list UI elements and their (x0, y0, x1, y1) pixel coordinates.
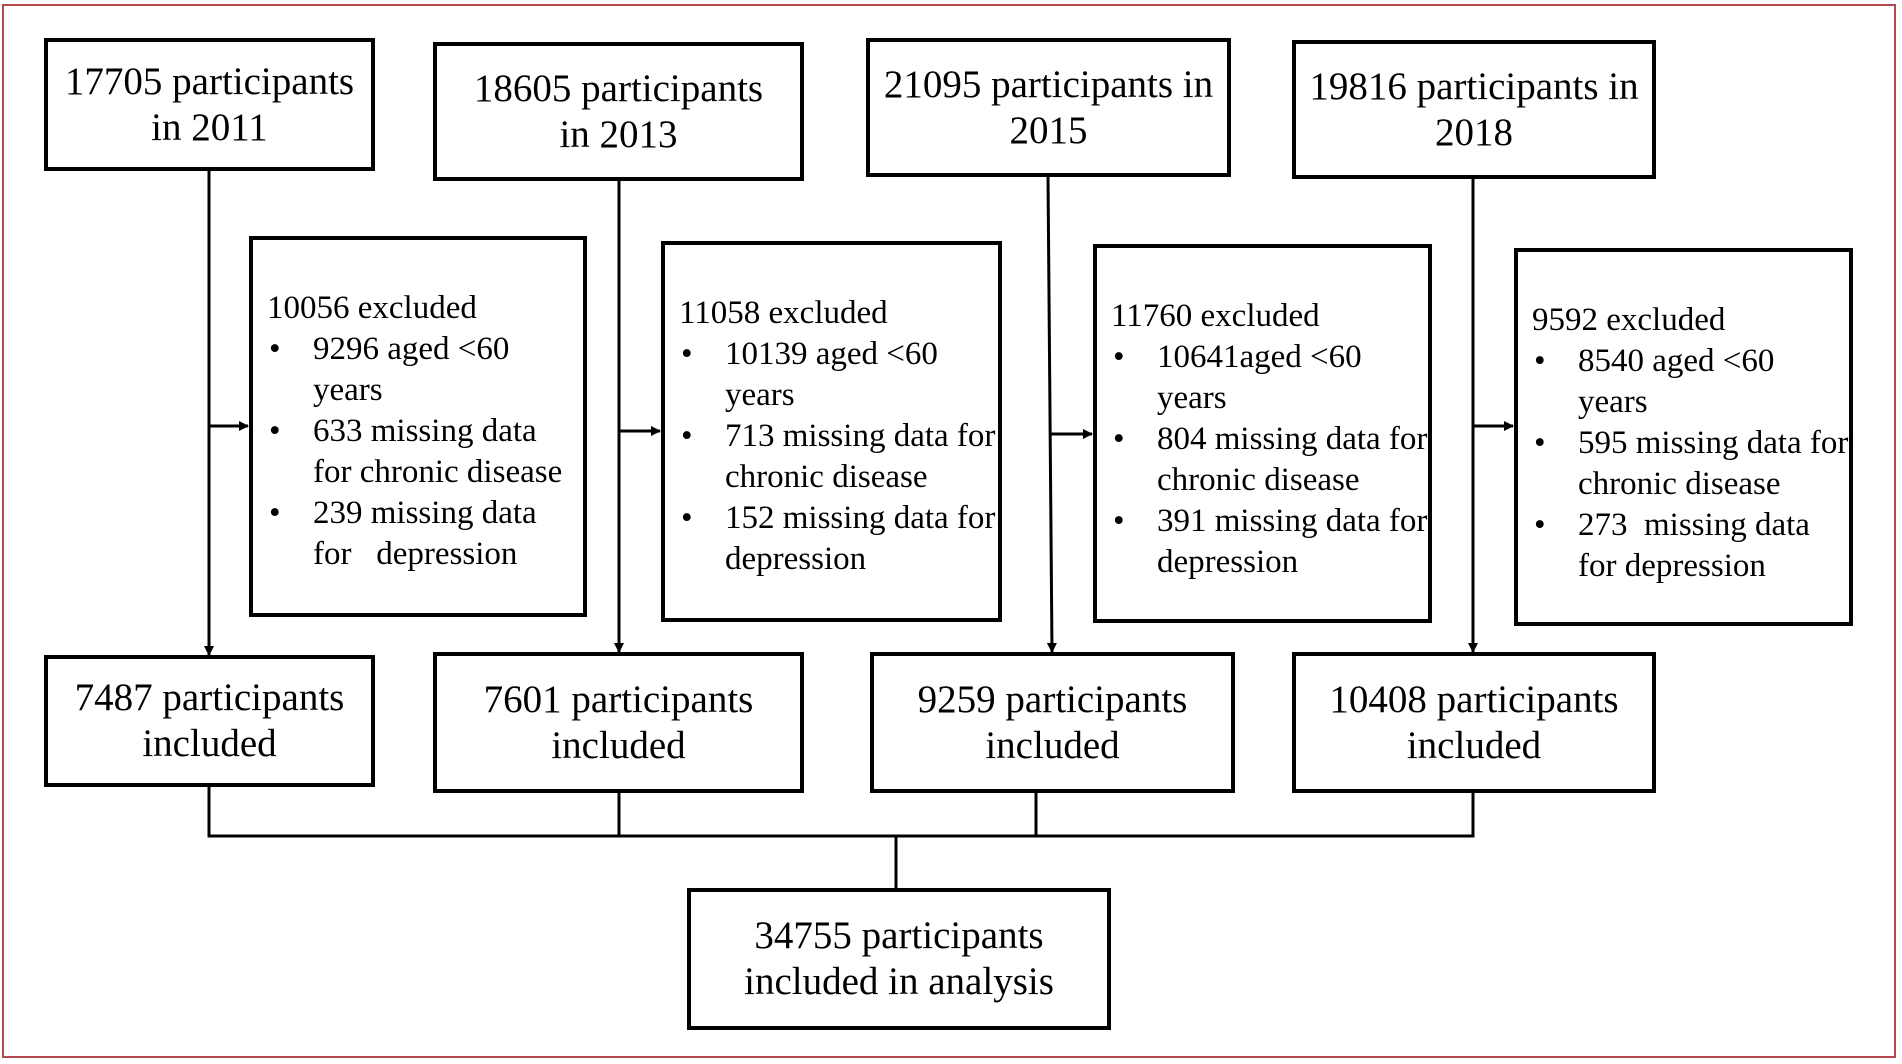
exclusion-header: 11058 excluded (679, 295, 888, 331)
exclusion-item: 10139 aged <60 years (679, 334, 998, 416)
included-line-1: 9259 participants (917, 677, 1188, 721)
exclusion-box-2018: 9592 excluded 8540 aged <60 years 595 mi… (1514, 248, 1853, 626)
exclusion-item: 595 missing data for chronic disease (1532, 423, 1849, 505)
included-line-2: included (142, 722, 277, 765)
included-line-1: 10408 participants (1329, 677, 1619, 721)
exclusion-item: 152 missing data for depression (679, 498, 998, 580)
included-line-2: included (551, 723, 686, 767)
exclusion-box-2015: 11760 excluded 10641aged <60 years 804 m… (1093, 244, 1432, 623)
source-line-1: 19816 participants in (1309, 64, 1639, 108)
exclusion-box-2013: 11058 excluded 10139 aged <60 years 713 … (661, 241, 1002, 622)
included-line-2: included (1406, 723, 1542, 767)
final-line-2: included in analysis (744, 960, 1054, 1003)
exclusion-list: 8540 aged <60 years 595 missing data for… (1532, 341, 1849, 587)
source-line-2: in 2013 (559, 112, 678, 156)
exclusion-list: 10139 aged <60 years 713 missing data fo… (679, 334, 998, 580)
included-line-1: 7601 participants (483, 677, 754, 721)
merge-connector (207, 786, 1475, 838)
source-line-2: 2018 (1435, 110, 1513, 154)
exclusion-item: 804 missing data for chronic disease (1111, 419, 1428, 501)
exclusion-box-2011: 10056 excluded 9296 aged <60 years 633 m… (249, 236, 587, 617)
exclusion-item: 239 missing data for depression (267, 493, 583, 575)
exclusion-item: 273 missing data for depression (1532, 505, 1849, 587)
exclusion-header: 11760 excluded (1111, 298, 1320, 334)
source-line-2: in 2011 (151, 105, 268, 149)
exclusion-item: 8540 aged <60 years (1532, 341, 1849, 423)
source-line-1: 17705 participants (64, 59, 355, 103)
source-line-1: 18605 participants (473, 66, 764, 110)
exclusion-item: 9296 aged <60 years (267, 329, 583, 411)
source-line-2: 2015 (1009, 108, 1088, 152)
exclusion-item: 10641aged <60 years (1111, 337, 1428, 419)
exclusion-item: 391 missing data for depression (1111, 501, 1428, 583)
source-line-1: 21095 participants in (883, 62, 1214, 106)
final-line-1: 34755 participants (754, 914, 1044, 957)
exclusion-item: 633 missing data for chronic disease (267, 411, 583, 493)
exclusion-header: 9592 excluded (1532, 302, 1726, 338)
included-line-2: included (985, 723, 1120, 767)
flow-arrow-2015 (1046, 175, 1057, 653)
exclusion-item: 713 missing data for chronic disease (679, 416, 998, 498)
exclusion-header: 10056 excluded (267, 290, 477, 326)
exclusion-list: 9296 aged <60 years 633 missing data for… (267, 329, 583, 575)
figure-frame (2, 4, 1896, 1058)
exclusion-list: 10641aged <60 years 804 missing data for… (1111, 337, 1428, 583)
included-line-1: 7487 participants (74, 676, 345, 719)
